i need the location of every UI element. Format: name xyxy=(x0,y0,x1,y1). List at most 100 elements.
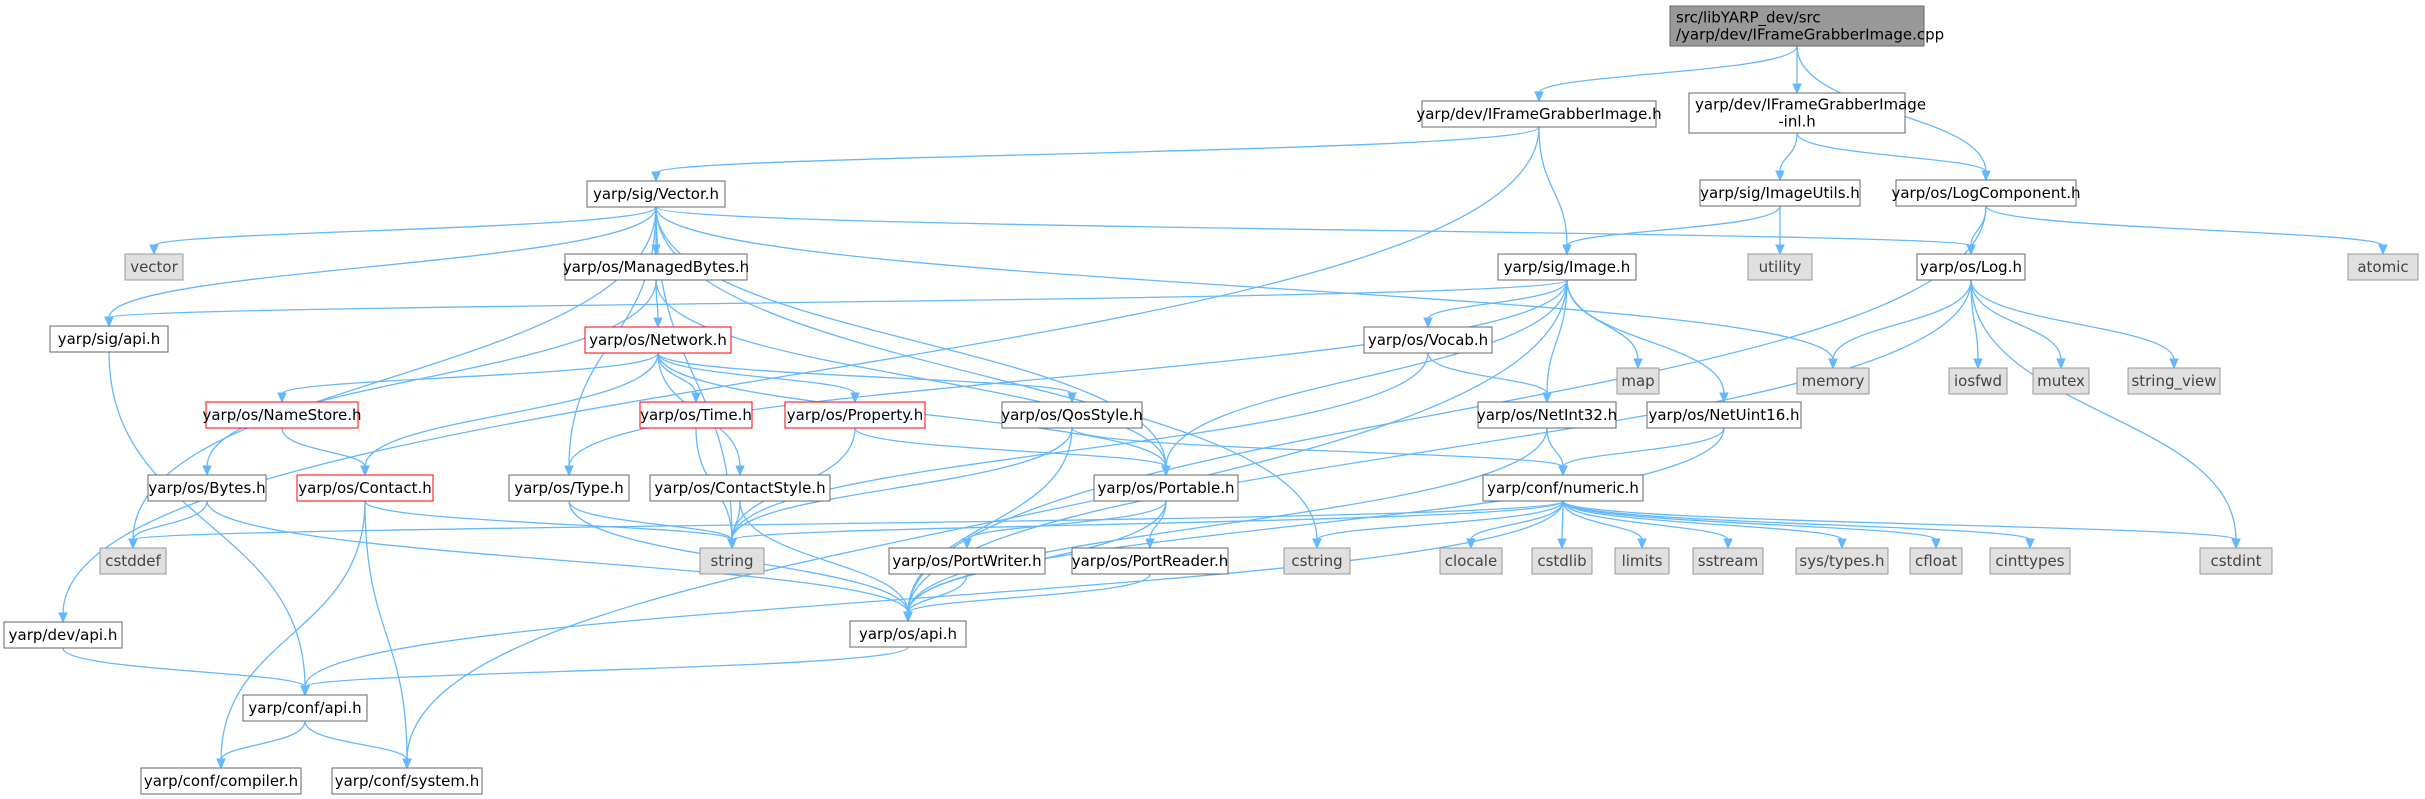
node-label: yarp/sig/ImageUtils.h xyxy=(1700,184,1860,202)
node-namestore[interactable]: yarp/os/NameStore.h xyxy=(202,401,362,429)
node-box xyxy=(1646,401,1802,429)
node-label: yarp/os/Network.h xyxy=(589,331,727,349)
node-label: yarp/os/Log.h xyxy=(1920,258,2022,276)
edge-dev_api-to-conf_api xyxy=(62,647,306,688)
edge-numeric-to-cinttypes xyxy=(1562,500,2031,541)
edge-network-to-qosstyle xyxy=(657,352,1073,395)
node-dev-ifgi[interactable]: yarp/dev/IFrameGrabberImage.h xyxy=(1416,100,1662,128)
node-managedbytes[interactable]: yarp/os/ManagedBytes.h xyxy=(563,253,749,281)
node-conf-api[interactable]: yarp/conf/api.h xyxy=(242,694,368,722)
node-box xyxy=(147,474,267,502)
node-label: cstring xyxy=(1291,552,1342,570)
arrowhead-namestore-to-contact xyxy=(360,465,370,477)
node-contactstyle[interactable]: yarp/os/ContactStyle.h xyxy=(649,474,831,502)
edge-numeric-to-limits xyxy=(1562,500,1643,541)
edge-numeric-to-sstream xyxy=(1562,500,1729,541)
node-box xyxy=(1795,547,1889,575)
edges-layer xyxy=(58,45,2388,770)
node-label: cstddef xyxy=(105,552,161,570)
arrowhead-dev_ifgi-to-dev_api xyxy=(58,612,68,624)
edge-sig_vector-to-memory xyxy=(655,206,1834,361)
node-netuint16[interactable]: yarp/os/NetUint16.h xyxy=(1646,401,1802,429)
arrowhead-numeric-to-string xyxy=(727,538,737,550)
edge-numeric-to-cfloat xyxy=(1562,500,1937,541)
edge-dev_ifgi_inl-to-sig_imageutils xyxy=(1779,132,1798,173)
node-sig-imageutils[interactable]: yarp/sig/ImageUtils.h xyxy=(1699,179,1861,207)
node-dev-ifgi-inl[interactable]: yarp/dev/IFrameGrabberImage-inl.h xyxy=(1688,92,1926,134)
edge-type-to-string xyxy=(568,500,733,541)
node-label: yarp/dev/api.h xyxy=(9,626,118,644)
node-memory: memory xyxy=(1796,367,1870,395)
arrowhead-sig_image-to-type xyxy=(564,465,574,477)
node-sig-api[interactable]: yarp/sig/api.h xyxy=(49,325,169,353)
node-box xyxy=(1614,547,1670,575)
node-cstddef: cstddef xyxy=(99,547,167,575)
arrowhead-network-to-property xyxy=(850,392,860,404)
arrowhead-portable-to-portreader xyxy=(1145,538,1155,550)
node-box xyxy=(1688,92,1906,134)
node-time[interactable]: yarp/os/Time.h xyxy=(639,401,753,429)
node-root[interactable]: src/libYARP_dev/src/yarp/dev/IFrameGrabb… xyxy=(1669,5,1944,47)
node-sig-image[interactable]: yarp/sig/Image.h xyxy=(1497,253,1637,281)
arrowhead-dev_ifgi_inl-to-sig_imageutils xyxy=(1775,170,1785,182)
arrowhead-log-to-string_view xyxy=(2169,358,2179,370)
edge-log-to-mutex xyxy=(1970,279,2062,361)
node-vocab[interactable]: yarp/os/Vocab.h xyxy=(1363,326,1493,354)
node-os-api[interactable]: yarp/os/api.h xyxy=(849,620,967,648)
node-box xyxy=(1093,474,1239,502)
node-label: yarp/conf/numeric.h xyxy=(1487,479,1639,497)
node-label: yarp/conf/api.h xyxy=(248,699,361,717)
node-label: src/libYARP_dev/src xyxy=(1676,9,1821,28)
node-label: utility xyxy=(1759,258,1802,276)
edge-namestore-to-contact xyxy=(281,427,366,468)
node-type[interactable]: yarp/os/Type.h xyxy=(508,474,630,502)
node-label: yarp/os/ManagedBytes.h xyxy=(563,258,749,276)
node-box xyxy=(586,180,726,208)
node-vector: vector xyxy=(124,253,184,281)
node-numeric[interactable]: yarp/conf/numeric.h xyxy=(1482,474,1644,502)
node-bytes[interactable]: yarp/os/Bytes.h xyxy=(147,474,267,502)
node-contact[interactable]: yarp/os/Contact.h xyxy=(296,474,434,502)
node-box xyxy=(699,547,765,575)
edge-numeric-to-cstdlib xyxy=(1561,500,1564,541)
node-network[interactable]: yarp/os/Network.h xyxy=(584,326,732,354)
node-box xyxy=(508,474,630,502)
node-label: cstdlib xyxy=(1537,552,1586,570)
node-label: yarp/sig/Vector.h xyxy=(593,185,719,203)
edge-dev_ifgi_inl-to-logcomp xyxy=(1796,132,1987,173)
arrowhead-network-to-time xyxy=(691,392,701,404)
node-atomic: atomic xyxy=(2347,253,2419,281)
node-property[interactable]: yarp/os/Property.h xyxy=(784,401,926,429)
node-dev-api[interactable]: yarp/dev/api.h xyxy=(3,621,123,649)
node-box xyxy=(1989,547,2071,575)
arrowhead-netuint16-to-numeric xyxy=(1558,465,1568,477)
edge-numeric-to-cstdint xyxy=(1562,500,2237,541)
node-label: yarp/os/ContactStyle.h xyxy=(654,479,825,497)
node-portable[interactable]: yarp/os/Portable.h xyxy=(1093,474,1239,502)
node-label: vector xyxy=(130,258,178,276)
node-logcomp[interactable]: yarp/os/LogComponent.h xyxy=(1891,179,2081,207)
arrowhead-sig_vector-to-vector xyxy=(149,244,159,256)
arrowhead-root-to-dev_ifgi_inl xyxy=(1792,83,1802,95)
node-box xyxy=(3,621,123,649)
node-label: atomic xyxy=(2357,258,2408,276)
node-box xyxy=(2127,367,2221,395)
node-portwriter[interactable]: yarp/os/PortWriter.h xyxy=(888,547,1046,575)
node-label: -inl.h xyxy=(1778,113,1816,131)
node-netint32[interactable]: yarp/os/NetInt32.h xyxy=(1477,401,1617,429)
arrowhead-numeric-to-limits xyxy=(1637,538,1647,550)
arrowhead-managedbytes-to-network xyxy=(653,317,663,329)
node-label: /yarp/dev/IFrameGrabberImage.cpp xyxy=(1676,26,1944,44)
arrowhead-numeric-to-clocale xyxy=(1466,538,1476,550)
node-system[interactable]: yarp/conf/system.h xyxy=(331,767,483,795)
node-compiler[interactable]: yarp/conf/compiler.h xyxy=(140,767,302,795)
node-sig-vector[interactable]: yarp/sig/Vector.h xyxy=(586,180,726,208)
node-log[interactable]: yarp/os/Log.h xyxy=(1916,253,2026,281)
node-box xyxy=(331,767,483,795)
node-box xyxy=(1916,253,2026,281)
node-box xyxy=(564,253,748,281)
node-portreader[interactable]: yarp/os/PortReader.h xyxy=(1071,547,1229,575)
edge-numeric-to-string xyxy=(731,500,1564,541)
edge-sig_image-to-netuint16 xyxy=(1566,279,1725,395)
node-qosstyle[interactable]: yarp/os/QosStyle.h xyxy=(1001,401,1143,429)
